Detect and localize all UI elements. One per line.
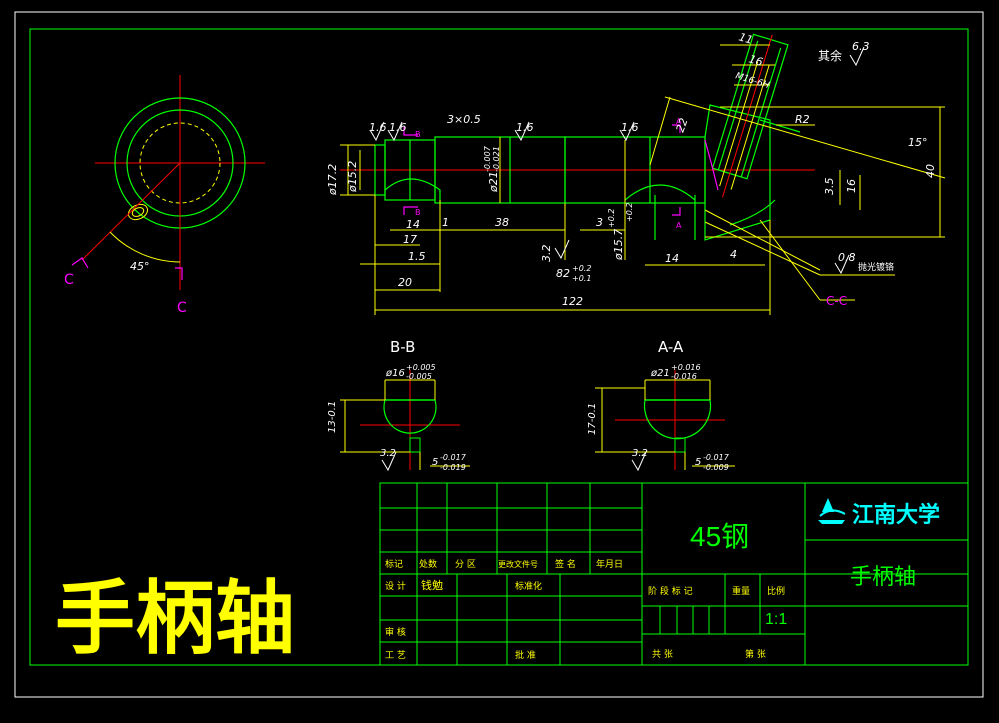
tb-r-std: 标准化 <box>515 580 542 592</box>
polish-note: 抛光镀铬 <box>858 261 894 273</box>
dim-d15-7-tol: +0.2 <box>625 203 634 222</box>
tb-material: 45钢 <box>690 521 749 552</box>
surface-note-label: 其余 <box>818 48 842 63</box>
bb-5-lo: -0.019 <box>440 463 466 472</box>
dim-len-122: 122 <box>562 295 583 308</box>
dim-len-14a: 14 <box>406 218 420 231</box>
aa-dia: ø21 <box>650 368 670 379</box>
bb-13: 13-0.1 <box>327 401 338 433</box>
tb-r-process: 工 艺 <box>385 650 406 661</box>
bb-32: 3.2 <box>380 448 396 459</box>
dim-r32: 3.2 <box>540 245 553 263</box>
dim-thread: M16-6H <box>734 71 771 91</box>
tb-h-weight: 重量 <box>732 585 750 597</box>
surface-note-value: 6.3 <box>852 40 870 53</box>
dim-len-11: 11 <box>737 30 754 47</box>
aa-5: 5 <box>695 457 701 468</box>
section-aa-view <box>595 370 735 470</box>
tb-h-scale: 比例 <box>767 585 785 597</box>
dim-len-82: 82 <box>556 267 570 280</box>
dim-d15-7: ø15.7 <box>612 229 625 261</box>
aa-17: 17-0.1 <box>587 403 598 435</box>
section-c-mark-left: C <box>64 272 74 288</box>
dim-len-20: 20 <box>398 276 412 289</box>
bb-dia: ø16 <box>385 368 405 379</box>
section-b-mark-top: B <box>415 130 421 139</box>
bb-dia-up: +0.005 <box>406 363 436 372</box>
dim-len-82-tol-lo: +0.1 <box>572 274 591 283</box>
big-title: 手柄轴 <box>55 572 295 665</box>
dim-chamfer: 3×0.5 <box>447 113 481 126</box>
tb-h-doc: 更改文件号 <box>498 559 538 569</box>
tb-h-date: 年月日 <box>596 558 623 570</box>
tb-r-designer: 钱勉 <box>421 578 443 592</box>
tb-r-review: 审 核 <box>385 626 406 638</box>
dim-len-17: 17 <box>403 233 417 246</box>
polish-value: 0.8 <box>838 251 856 264</box>
aa-dia-up: +0.016 <box>671 363 701 372</box>
tb-part-name: 手柄轴 <box>850 565 916 590</box>
section-a-mark-bottom: A <box>676 221 682 230</box>
section-a-mark-top: A <box>676 117 682 126</box>
dim-len-1-5: 1.5 <box>408 250 426 263</box>
dim-len-3-5: 3.5 <box>823 178 836 196</box>
section-markers <box>403 124 681 216</box>
dim-len-14b: 14 <box>665 252 679 265</box>
dim-d15-2: ø15.2 <box>346 161 359 193</box>
dim-d21-tol-up: -0.007 <box>483 145 492 172</box>
dim-len-16: 16 <box>747 52 764 69</box>
tb-university: 江南大学 <box>852 502 940 528</box>
dim-d21-tol-lo: -0.021 <box>492 146 501 172</box>
dim-len-22: 22 <box>674 116 691 134</box>
tb-r-approve: 批 准 <box>515 649 536 661</box>
shaft-main-view <box>340 33 946 241</box>
dim-len-40: 40 <box>924 164 937 178</box>
end-view <box>71 75 265 290</box>
title-block <box>379 482 969 666</box>
tb-h-mark: 标记 <box>385 558 403 570</box>
tb-h-total: 共 张 <box>652 649 673 660</box>
section-bb-view <box>340 370 470 470</box>
dim-len-1: 1 <box>442 216 449 229</box>
dim-ang-15: 15° <box>908 136 928 149</box>
section-c-mark-bottom: C <box>177 300 187 316</box>
section-aa-label: A-A <box>658 338 684 356</box>
dim-r16b: 1.6 <box>389 121 407 134</box>
dimension-lines <box>340 44 945 315</box>
tb-h-sign: 签 名 <box>555 558 576 570</box>
aa-dia-lo: -0.016 <box>671 372 697 381</box>
bb-5: 5 <box>432 457 438 468</box>
bb-dia-lo: -0.005 <box>406 372 432 381</box>
dim-r16c: 1.6 <box>516 121 534 134</box>
section-cc-label: C-C <box>826 294 847 308</box>
tb-scale-value: 1:1 <box>765 611 787 628</box>
university-logo-icon <box>818 498 846 524</box>
angle-45-label: 45° <box>130 260 150 273</box>
dim-len-16b: 16 <box>845 179 858 193</box>
aa-5-lo: -0.009 <box>703 463 729 472</box>
roughness-symbols <box>369 46 865 472</box>
aa-32: 3.2 <box>632 448 648 459</box>
dim-len-82-tol-up: +0.2 <box>572 264 591 273</box>
section-b-mark-bottom: B <box>415 208 421 217</box>
section-bb-label: B-B <box>390 338 415 356</box>
dim-r2: R2 <box>795 113 810 126</box>
dim-r16d: 1.6 <box>621 121 639 134</box>
dim-len-3-tol: +0.2 <box>607 209 616 228</box>
dim-d17-2: ø17.2 <box>326 164 339 196</box>
outer-frame <box>14 11 984 698</box>
dim-len-38: 38 <box>495 216 509 229</box>
tb-h-zone: 分 区 <box>455 559 476 570</box>
tb-h-stage: 阶 段 标 记 <box>648 585 693 597</box>
dim-d21: ø21 <box>487 171 500 193</box>
dim-len-3: 3 <box>596 216 603 229</box>
tb-h-count: 处数 <box>419 558 437 570</box>
tb-h-sheet: 第 张 <box>745 648 766 660</box>
dim-len-4: 4 <box>730 248 737 261</box>
tb-r-design: 设 计 <box>385 580 406 592</box>
aa-5-up: -0.017 <box>703 453 730 462</box>
dim-r16a: 1.6 <box>369 121 387 134</box>
bb-5-up: -0.017 <box>440 453 467 462</box>
